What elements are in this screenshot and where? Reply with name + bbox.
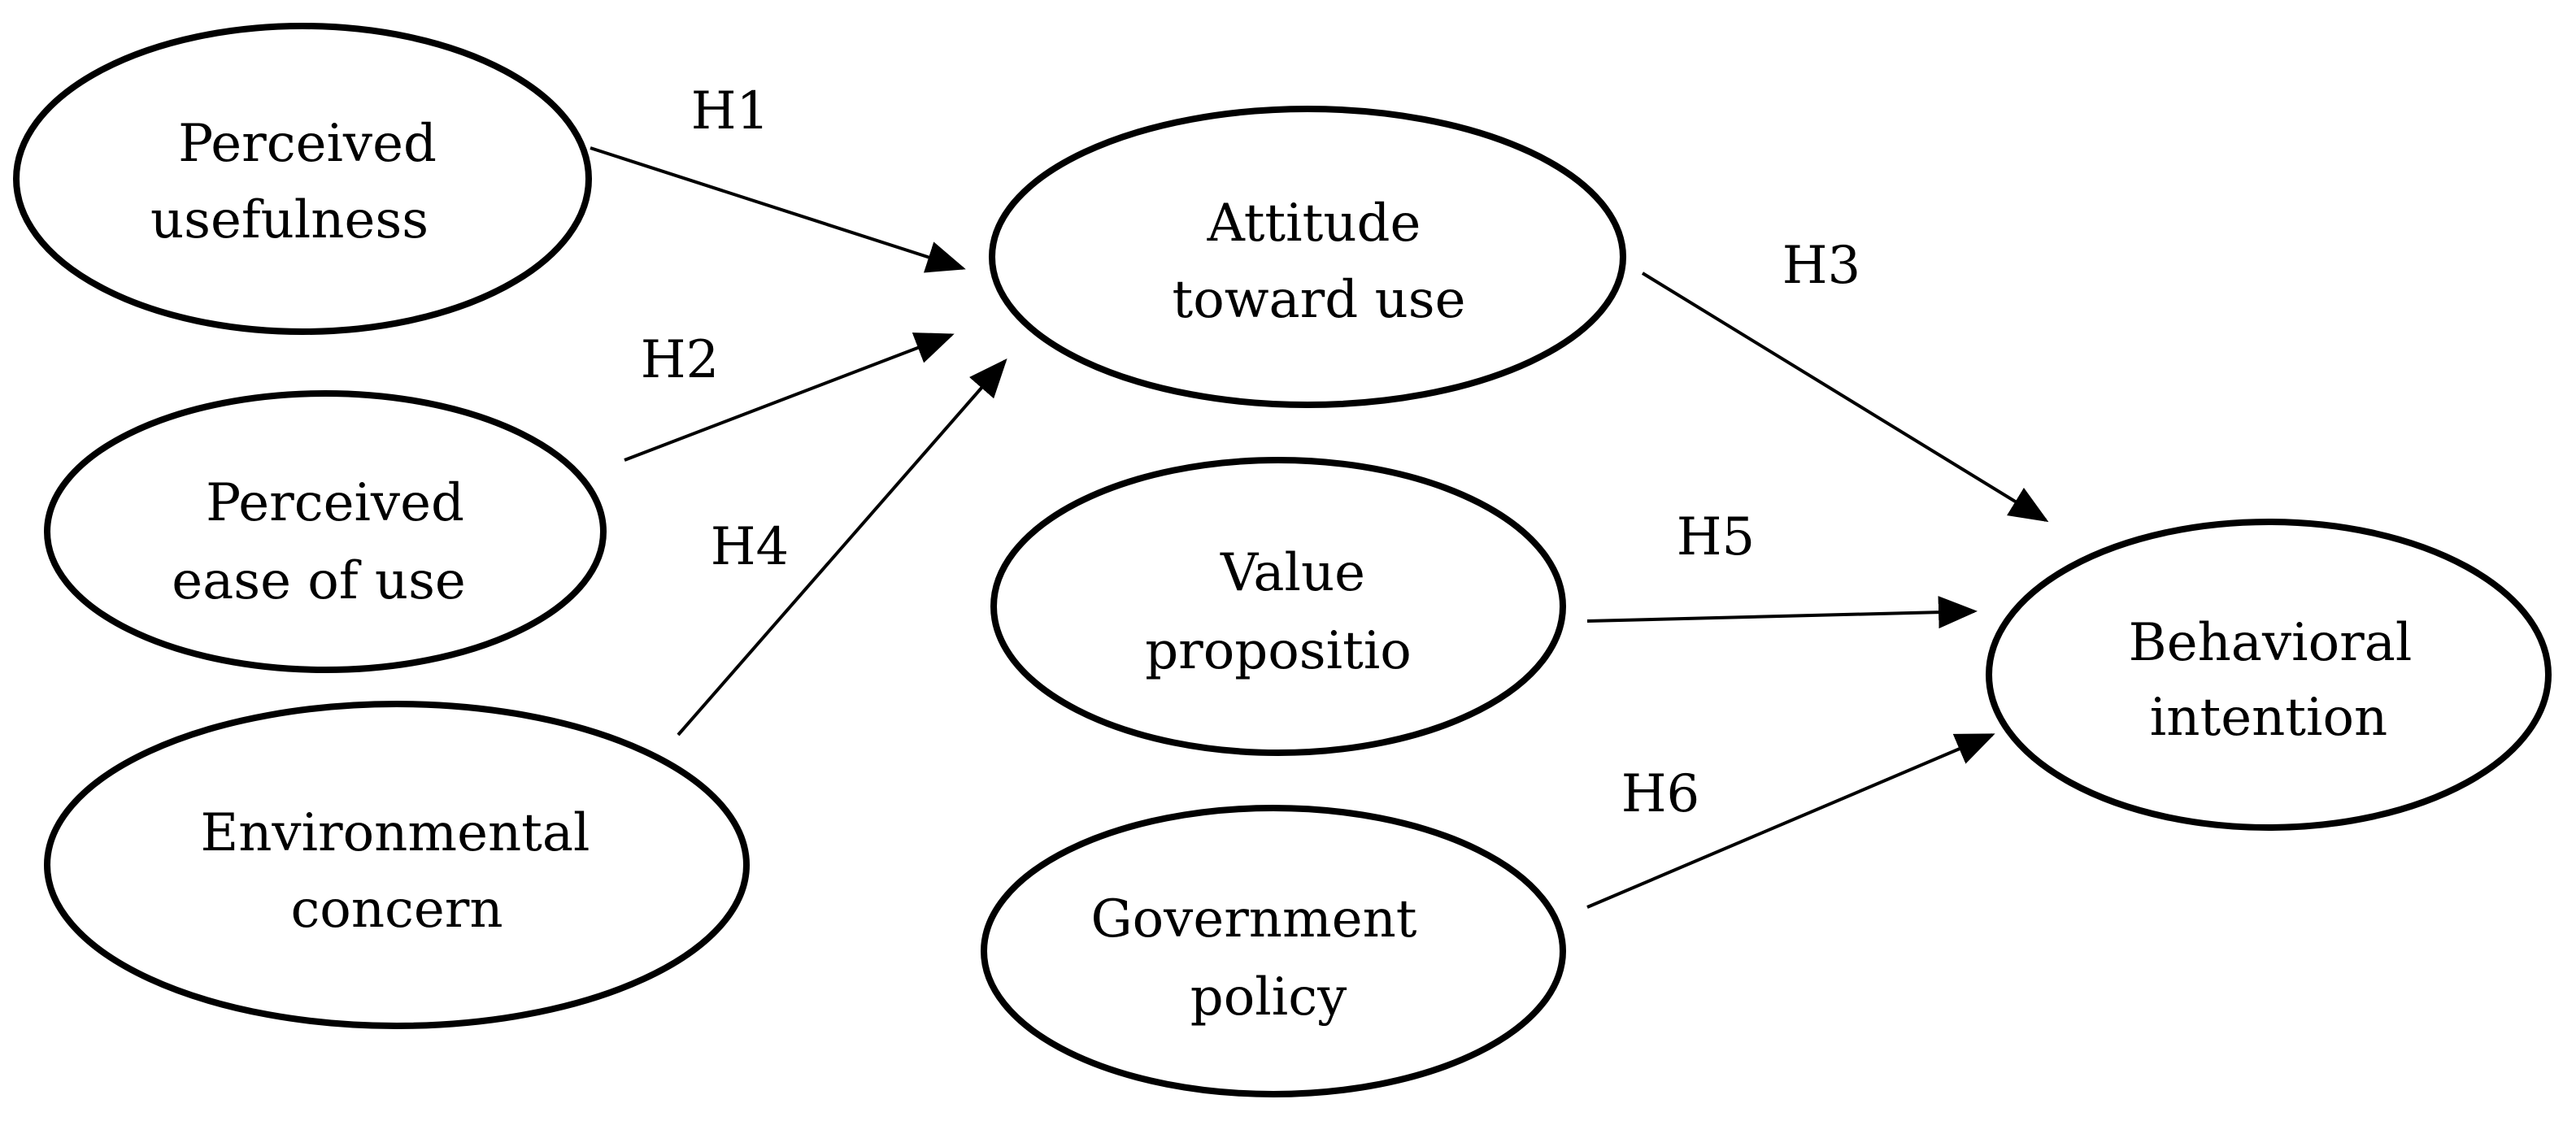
node-value-proposition-line2: propositio [1145, 621, 1412, 681]
edge-h1: H1 [590, 81, 966, 273]
node-behavioral-intention-ellipse [1986, 519, 2552, 831]
node-attitude-toward-use: Attitude toward use [989, 106, 1626, 408]
edge-h5-label: H5 [1677, 507, 1756, 567]
edge-h3-line [1641, 272, 2049, 523]
node-environmental-concern-line1: Environmental [200, 803, 590, 863]
edge-h5-line [1586, 596, 1978, 629]
edge-h2-label: H2 [641, 330, 720, 390]
edge-h2: H2 [624, 330, 955, 462]
node-attitude-toward-use-line2: toward use [1172, 270, 1465, 330]
edge-h6-label: H6 [1621, 764, 1700, 824]
node-attitude-toward-use-line1: Attitude [1207, 193, 1421, 254]
node-government-policy-line2: policy [1190, 967, 1347, 1028]
node-government-policy: Government policy [981, 805, 1566, 1097]
edge-h4-label: H4 [711, 517, 790, 577]
node-value-proposition: Value propositio [990, 457, 1566, 756]
node-perceived-usefulness-line2: usefulness [150, 190, 429, 250]
edge-h3: H3 [1641, 236, 2049, 523]
edge-h5: H5 [1586, 507, 1978, 629]
edge-h4-line [677, 358, 1007, 736]
node-behavioral-intention-line2: intention [2150, 688, 2387, 748]
node-perceived-ease-of-use-line2: ease of use [172, 551, 466, 611]
node-perceived-usefulness-ellipse [13, 23, 592, 335]
node-perceived-ease-of-use-ellipse [44, 390, 607, 673]
node-environmental-concern-ellipse [44, 701, 750, 1029]
node-value-proposition-ellipse [990, 457, 1566, 756]
node-perceived-usefulness-line1: Perceived [178, 114, 437, 174]
edge-h6: H6 [1586, 733, 1995, 909]
node-government-policy-line1: Government [1091, 889, 1417, 949]
node-perceived-ease-of-use-line1: Perceived [206, 473, 464, 533]
edge-h2-line [624, 332, 955, 462]
node-value-proposition-line1: Value [1220, 543, 1365, 603]
node-environmental-concern-line2: concern [290, 880, 503, 940]
node-government-policy-ellipse [981, 805, 1566, 1097]
edge-h1-label: H1 [691, 81, 770, 141]
edge-h3-label: H3 [1782, 236, 1861, 296]
node-attitude-toward-use-ellipse [989, 106, 1626, 408]
node-environmental-concern: Environmental concern [44, 701, 750, 1029]
node-behavioral-intention-line1: Behavioral [2129, 613, 2413, 673]
node-perceived-ease-of-use: Perceived ease of use [44, 390, 607, 673]
node-behavioral-intention: Behavioral intention [1986, 519, 2552, 831]
edge-h6-line [1586, 733, 1995, 909]
node-perceived-usefulness: Perceived usefulness [13, 23, 592, 335]
edge-h1-line [590, 146, 966, 273]
edge-h4: H4 [677, 358, 1007, 736]
